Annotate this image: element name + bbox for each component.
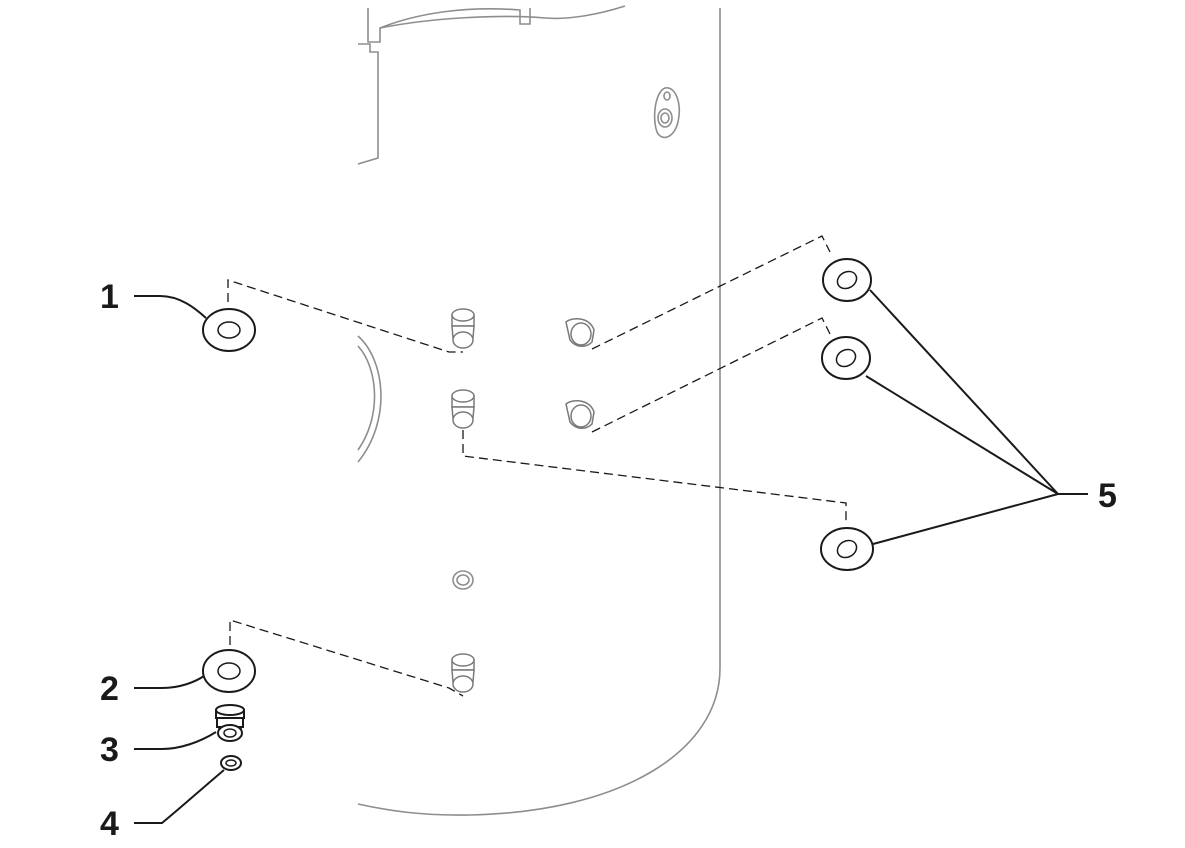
leader-lines [134, 289, 1088, 824]
tank-right-edge [357, 8, 721, 816]
assembly-line-5c [462, 430, 847, 525]
callout-4: 4 [100, 805, 119, 843]
assembly-line-5a [591, 235, 831, 350]
part-4-washer [220, 755, 242, 771]
callout-3: 3 [100, 731, 119, 769]
thermostat-pocket [653, 87, 681, 139]
assembly-lines [227, 235, 847, 697]
part-5-rosette-middle [821, 336, 871, 380]
connection-bottom-left [451, 653, 475, 693]
callout-5: 5 [1098, 477, 1117, 515]
connection-upper-right [565, 317, 595, 347]
part-5-rosette-bottom [820, 527, 874, 571]
sensor-socket [452, 570, 474, 590]
assembly-line-2 [229, 619, 464, 697]
part-5-rosette-top [822, 258, 872, 302]
assembly-line-5b [591, 317, 831, 433]
tank-top-rim [379, 5, 626, 29]
part-1-rosette [202, 308, 256, 352]
leader-2 [134, 675, 205, 689]
connection-middle-left [451, 389, 475, 429]
connection-lower-right [565, 399, 595, 429]
tank-body [357, 5, 721, 816]
leader-4 [134, 769, 225, 824]
connection-upper-left [451, 308, 475, 349]
leader-5 [865, 289, 1088, 545]
callout-1: 1 [100, 278, 119, 316]
tank-panel [357, 43, 379, 165]
leader-1 [134, 295, 207, 319]
tank-side-arc-inner [357, 345, 376, 451]
callout-2: 2 [100, 670, 119, 708]
tank-side-arc-outer [357, 335, 382, 463]
assembly-line-1 [227, 279, 463, 353]
part-3-fitting [215, 704, 245, 742]
leader-3 [134, 731, 217, 750]
part-2-rosette [202, 649, 256, 693]
